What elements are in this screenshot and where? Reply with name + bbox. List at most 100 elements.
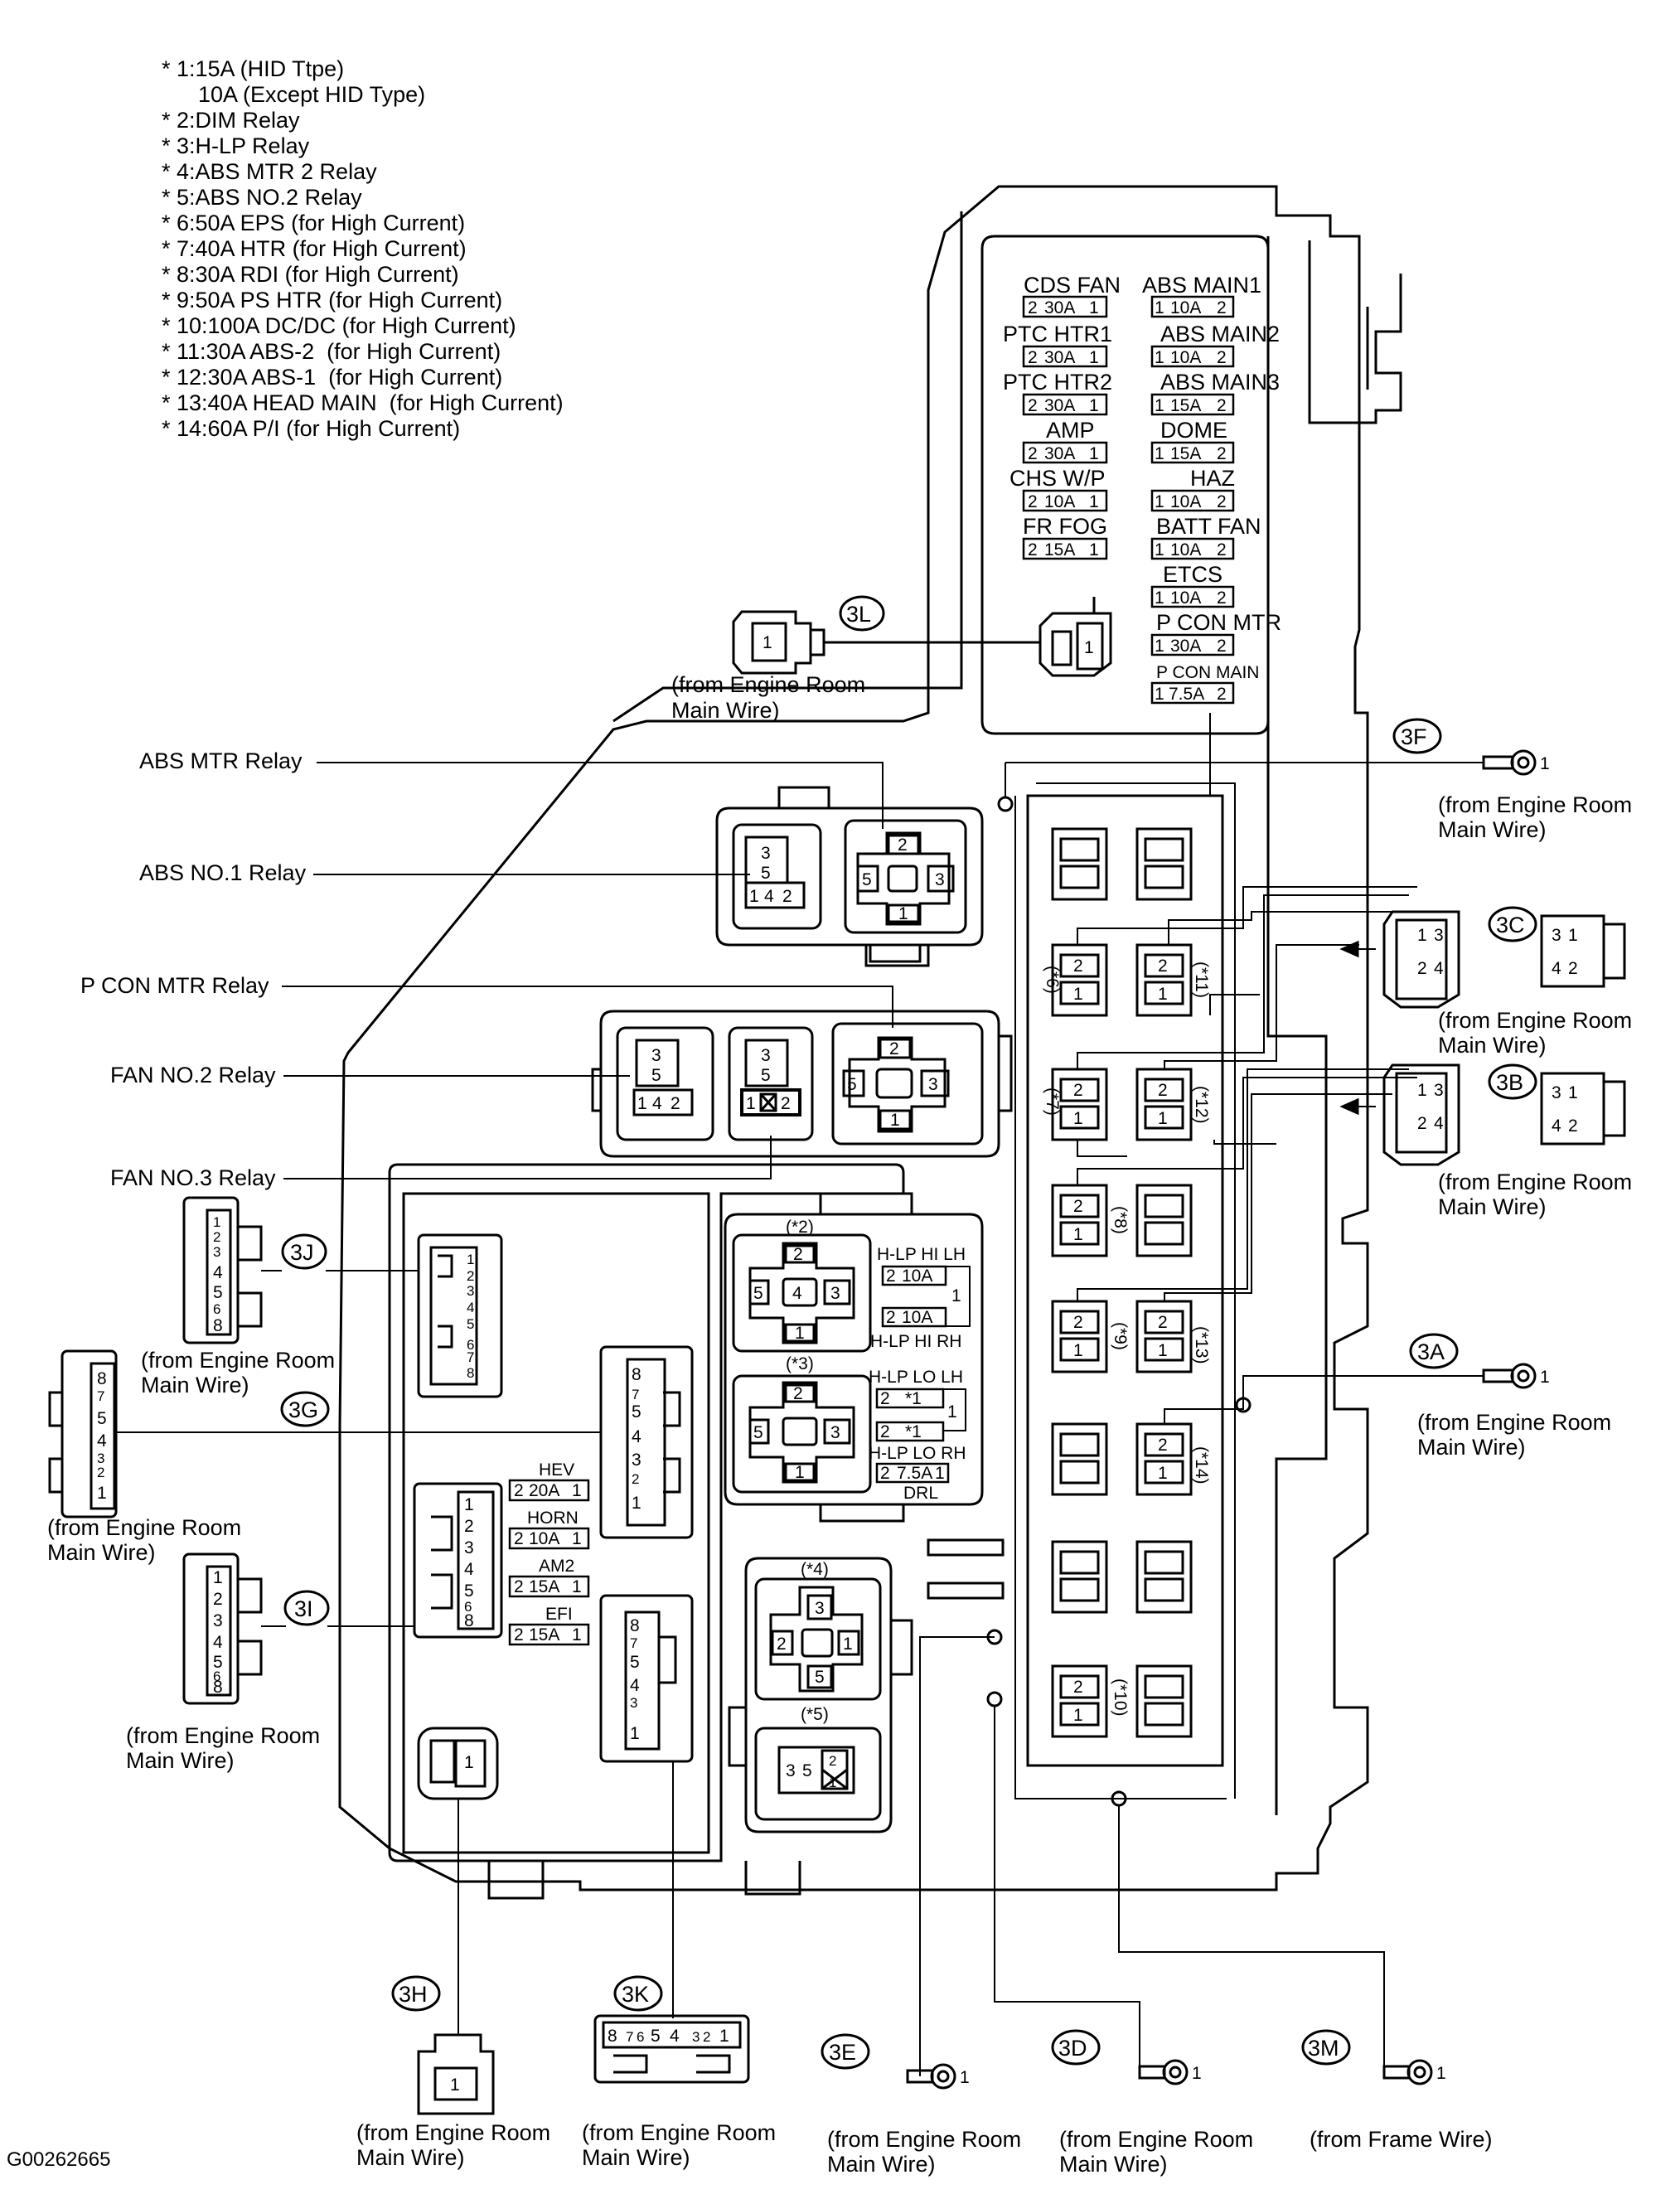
svg-text:5: 5 <box>802 1761 812 1780</box>
svg-text:2: 2 <box>213 1229 220 1245</box>
svg-text:7.5A: 7.5A <box>1169 685 1204 704</box>
svg-text:1: 1 <box>1155 540 1164 559</box>
svg-text:2: 2 <box>793 1245 803 1264</box>
svg-text:Main Wire): Main Wire) <box>1438 1194 1547 1219</box>
svg-text:15A: 15A <box>529 1577 559 1596</box>
svg-text:1: 1 <box>795 1324 805 1343</box>
svg-text:30A: 30A <box>1044 444 1075 463</box>
svg-text:1: 1 <box>1436 2064 1446 2083</box>
svg-text:1: 1 <box>1089 444 1099 463</box>
svg-text:1: 1 <box>1540 754 1550 773</box>
svg-text:1: 1 <box>464 1753 474 1772</box>
note-11: * 11:30A ABS-2 (for High Current) <box>162 339 501 364</box>
lower-left-housing <box>388 1163 905 1900</box>
note-7: * 7:40A HTR (for High Current) <box>162 236 467 261</box>
fuse-name: AMP <box>1046 418 1095 443</box>
svg-text:2: 2 <box>213 1590 223 1609</box>
connector-3J-plug: 1 2 3 4 5 6 8 3J <box>182 1196 419 1344</box>
svg-text:3: 3 <box>815 1599 825 1618</box>
svg-text:Main Wire): Main Wire) <box>1438 817 1547 842</box>
svg-text:(*12): (*12) <box>1192 1086 1211 1124</box>
svg-text:1: 1 <box>213 1214 220 1230</box>
svg-text:AM2: AM2 <box>539 1557 574 1576</box>
svg-text:2: 2 <box>1073 1081 1083 1100</box>
svg-text:1: 1 <box>960 2068 970 2087</box>
svg-text:5: 5 <box>97 1409 107 1428</box>
svg-text:4: 4 <box>632 1427 641 1446</box>
connector-3D: 1 3D <box>994 1706 1202 2085</box>
svg-text:2: 2 <box>793 1384 803 1403</box>
svg-text:(*11): (*11) <box>1192 961 1211 998</box>
bus-wires <box>1077 713 1426 1424</box>
svg-text:10A: 10A <box>902 1267 932 1286</box>
svg-text:H-LP HI RH: H-LP HI RH <box>870 1332 961 1351</box>
svg-text:2: 2 <box>1028 492 1038 511</box>
svg-text:5: 5 <box>753 1423 763 1442</box>
svg-text:2: 2 <box>1217 588 1227 608</box>
svg-text:1: 1 <box>1084 638 1094 657</box>
svg-text:Main Wire): Main Wire) <box>1417 1435 1526 1460</box>
fuse-column-left: CDS FAN 2 30A 1 PTC HTR1 2 30A 1 PTC HTR… <box>1003 273 1121 560</box>
svg-text:1: 1 <box>464 1495 474 1514</box>
source-3D-line2: Main Wire) <box>1059 2152 1168 2177</box>
svg-text:5: 5 <box>213 1283 223 1302</box>
svg-text:3: 3 <box>467 1283 474 1299</box>
note-1: * 1:15A (HID Ttpe) <box>162 56 345 81</box>
svg-text:3: 3 <box>1552 1083 1561 1102</box>
svg-text:3H: 3H <box>399 1982 428 2007</box>
fan-relay-block: 3 5 1 4 2 3 5 1 2 2 5 3 1 <box>591 1010 1013 1158</box>
svg-text:2: 2 <box>1417 1114 1427 1133</box>
svg-text:5: 5 <box>761 1066 771 1085</box>
fuse-name: CHS W/P <box>1009 466 1106 491</box>
svg-text:1: 1 <box>1155 348 1164 367</box>
svg-text:4: 4 <box>1552 1116 1561 1136</box>
source-3K-line1: (from Engine Room <box>582 2120 776 2145</box>
svg-text:7: 7 <box>467 1349 474 1365</box>
svg-text:EFI: EFI <box>545 1605 573 1624</box>
svg-text:*1: *1 <box>905 1389 922 1408</box>
svg-text:3: 3 <box>692 2029 700 2045</box>
svg-text:8: 8 <box>464 1611 474 1630</box>
svg-text:3J: 3J <box>290 1240 314 1265</box>
svg-text:1: 1 <box>890 1111 900 1130</box>
source-3M-label: (from Frame Wire) <box>1310 2127 1492 2152</box>
abs-relay-block: 3 5 1 4 2 2 5 3 1 <box>715 786 984 967</box>
svg-text:3: 3 <box>830 1423 840 1442</box>
svg-text:3M: 3M <box>1308 2036 1339 2061</box>
svg-text:4: 4 <box>652 1094 662 1113</box>
svg-text:1: 1 <box>1089 396 1099 415</box>
svg-text:4: 4 <box>213 1263 223 1282</box>
svg-text:3: 3 <box>651 1046 661 1065</box>
svg-text:(from Engine Room: (from Engine Room <box>1438 1008 1632 1033</box>
svg-text:2: 2 <box>1158 1436 1168 1455</box>
svg-text:8: 8 <box>632 1365 641 1384</box>
note-9: * 9:50A PS HTR (for High Current) <box>162 288 503 312</box>
svg-text:8: 8 <box>608 2027 617 2046</box>
svg-text:2: 2 <box>1073 957 1083 976</box>
svg-text:30A: 30A <box>1044 348 1075 367</box>
svg-text:2: 2 <box>1217 396 1227 415</box>
svg-text:1: 1 <box>763 633 772 652</box>
svg-text:2: 2 <box>464 1517 474 1536</box>
svg-text:2: 2 <box>1028 348 1038 367</box>
svg-text:3C: 3C <box>1496 913 1525 937</box>
connector-3M: 1 3M <box>1118 1805 1446 2085</box>
svg-text:15A: 15A <box>529 1625 559 1644</box>
svg-text:2: 2 <box>1028 540 1038 559</box>
svg-text:2: 2 <box>1028 396 1038 415</box>
svg-text:5: 5 <box>632 1402 641 1422</box>
svg-text:3G: 3G <box>288 1397 318 1422</box>
svg-text:8: 8 <box>213 1678 223 1697</box>
svg-text:1: 1 <box>450 2075 460 2095</box>
fuse-column-mid: HEV 2 20A 1 HORN 2 10A 1 AM2 2 15A 1 EFI… <box>508 1460 590 1646</box>
svg-text:3D: 3D <box>1058 2036 1087 2061</box>
svg-text:4: 4 <box>792 1284 802 1303</box>
svg-text:(from Engine Room: (from Engine Room <box>1438 792 1632 817</box>
svg-text:2: 2 <box>886 1267 896 1286</box>
svg-text:1: 1 <box>1073 1341 1083 1360</box>
connector-3C: 1 3 2 4 3C 3 1 4 2 (from Engine Room Mai… <box>1339 906 1632 1058</box>
svg-text:1: 1 <box>719 2027 729 2046</box>
svg-text:1: 1 <box>1089 492 1099 511</box>
svg-text:1: 1 <box>1417 926 1427 945</box>
source-3J-line2: Main Wire) <box>141 1373 249 1397</box>
